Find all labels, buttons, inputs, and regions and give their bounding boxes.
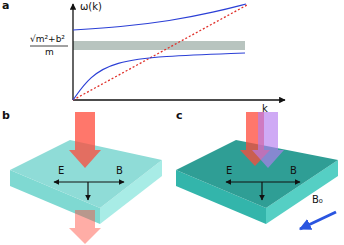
gap-band	[73, 41, 245, 50]
field-label: E	[226, 165, 232, 177]
axis-title: ω(k)	[80, 1, 102, 13]
static-field-arrow	[300, 212, 336, 229]
light-line	[73, 5, 247, 100]
field-label: B₀	[312, 194, 323, 206]
light-beam	[252, 112, 284, 168]
light-beam	[69, 112, 101, 168]
gap-value: √m²+b²	[30, 34, 65, 44]
k-axis	[73, 99, 285, 100]
fraction-bar	[30, 46, 68, 47]
b-field-arrow	[262, 181, 300, 182]
field-label: E	[58, 165, 64, 177]
panel-letter: b	[2, 110, 10, 123]
omega-axis	[72, 4, 73, 100]
gap-value: m	[45, 47, 54, 57]
lower-branch	[73, 53, 245, 100]
k-arrow	[87, 182, 88, 200]
panel-letter: c	[176, 110, 183, 123]
b-field-arrow	[88, 181, 124, 182]
panel-letter: a	[2, 0, 9, 13]
e-field-arrow	[226, 181, 262, 182]
axis-title: k	[262, 103, 268, 115]
field-label: B	[290, 165, 297, 177]
light-beam	[69, 210, 101, 244]
k-arrow	[261, 182, 262, 200]
e-field-arrow	[54, 181, 88, 182]
field-label: B	[116, 165, 123, 177]
